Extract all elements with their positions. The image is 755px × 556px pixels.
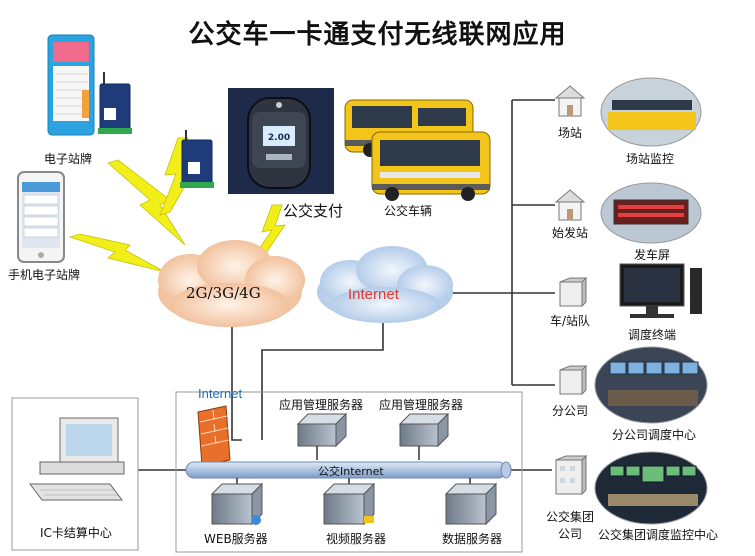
departure-screen-label: 发车屏 [634,248,671,262]
dispatch-terminal-label: 调度终端 [628,328,677,342]
web-server-icon [210,478,264,526]
office-tower-icon [555,454,588,496]
mobile-sign-label: 手机电子站牌 [8,268,81,282]
modem-icon [98,72,132,134]
bolt-station-sign [107,159,186,246]
dispatch-terminal-icon [619,263,702,318]
smartphone-icon [17,171,65,263]
group-center-photo [594,451,708,525]
group-company-label: 公交集团 公司 [546,508,594,542]
departure-screen-photo [600,182,702,244]
group-company-line-2: 公司 [557,527,582,541]
office-icon [559,276,588,308]
bus-pay-label: 公交支付 [283,202,344,220]
video-server-icon [322,478,376,526]
station-sign-label: 电子站牌 [44,152,93,166]
firewall-internet-label: Internet [198,386,243,401]
bus-vehicle-label: 公交车辆 [384,204,433,218]
computer-icon [29,417,125,501]
firewall-icon [197,405,231,467]
video-server-label: 视频服务器 [326,532,387,546]
building-icon [554,85,586,117]
network-lines [138,99,555,471]
bus-internet-label: 公交Internet [318,465,384,478]
wireless-cloud [158,240,305,327]
app-server-2-icon [398,412,450,460]
group-company-line-1: 公交集团 [546,510,595,524]
branch-center-label: 分公司调度中心 [612,428,697,442]
internet-cloud [317,246,453,323]
wireless-bolts [68,137,286,273]
bus-icon [371,131,491,201]
server-room-frame [175,391,523,553]
data-server-icon [444,478,498,526]
pay-screen-value: 2.00 [268,133,290,143]
ic-center-frame [11,397,139,551]
app-server-1-label: 应用管理服务器 [279,398,364,412]
internet-cloud-label: Internet [348,286,399,303]
app-server-1-icon [296,412,348,460]
wireless-network-label: 2G/3G/4G [186,284,261,302]
station-label: 场站 [558,126,583,140]
bus-internet-backbone [185,461,512,479]
ic-center-label: IC卡结算中心 [40,526,112,540]
app-server-2-label: 应用管理服务器 [379,398,464,412]
origin-station-label: 始发站 [552,226,589,240]
station-sign-kiosk [47,34,95,136]
office-icon [559,364,588,396]
station-monitor-label: 场站监控 [626,152,675,166]
group-center-label: 公交集团调度监控中心 [598,528,719,542]
page-title: 公交车一卡通支付无线联网应用 [188,20,567,50]
data-server-label: 数据服务器 [442,532,503,546]
branch-center-photo [594,346,708,424]
station-monitor-photo [600,77,702,147]
bolt-mobile-sign [68,233,166,273]
bus-pay-terminal: 2.00 [228,88,334,194]
fleet-label: 车/站队 [550,314,591,328]
branch-label: 分公司 [552,404,589,418]
web-server-label: WEB服务器 [204,532,268,546]
building-icon [554,189,586,221]
modem-icon [180,130,214,188]
